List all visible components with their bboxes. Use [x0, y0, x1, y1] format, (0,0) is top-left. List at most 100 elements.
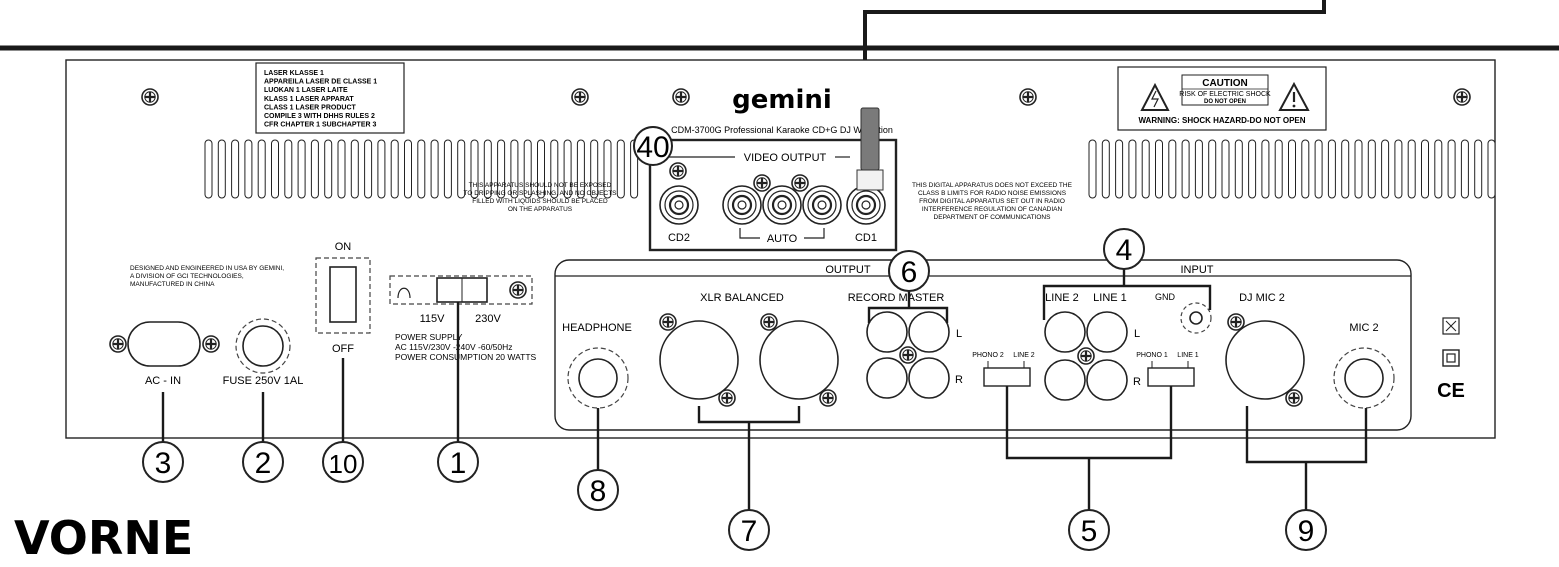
line1-jack-r[interactable] [1086, 359, 1128, 401]
fuse-frame [235, 318, 291, 374]
brand-name: VORNE [14, 511, 193, 562]
ac-in-socket[interactable] [127, 321, 201, 367]
rca-jack-auto-3 [801, 184, 843, 226]
line1-jack-l[interactable] [1086, 311, 1128, 353]
text-line: CLASS B LIMITS FOR RADIO NOISE EMISSIONS [918, 190, 1067, 197]
callout-5: 5 [1068, 509, 1110, 551]
record-jack-r2[interactable] [908, 357, 950, 399]
vent-slot [1128, 139, 1137, 199]
text-line: KLASS 1 LASER APPARAT [264, 96, 354, 103]
headphone-jack[interactable] [578, 358, 618, 398]
vent-slot [231, 139, 240, 199]
vent-slot [284, 139, 293, 199]
vent-slot [443, 139, 452, 199]
vent-slot [204, 139, 213, 199]
line1-small-label: LINE 1 [1177, 352, 1199, 359]
vent-slot [1314, 139, 1323, 199]
callout-2: 2 [242, 441, 284, 483]
vent-slot [1381, 139, 1390, 199]
fuse-holder[interactable] [242, 325, 284, 367]
vent-slot [1181, 139, 1190, 199]
vent-slot [404, 139, 412, 199]
vent-slot [337, 139, 346, 199]
vent-slot [417, 139, 426, 199]
record-jack-l2[interactable] [908, 311, 950, 353]
vent-slot [1234, 139, 1243, 199]
screw-icon [1076, 346, 1096, 366]
dj-mic2-label: DJ MIC 2 [1239, 292, 1285, 304]
line-l-label: L [1134, 328, 1140, 340]
gnd-frame [1180, 302, 1212, 334]
record-jack-l1[interactable] [866, 311, 908, 353]
caution-title: CAUTION [1202, 78, 1248, 89]
screw-icon [108, 334, 128, 354]
text-line: POWER CONSUMPTION 20 WATTS [395, 352, 537, 362]
power-on-label: ON [335, 241, 352, 253]
laser-label-box [255, 62, 405, 134]
callout-40 [633, 126, 673, 166]
vent-slot [244, 139, 253, 199]
phono-line2-switch[interactable] [983, 367, 1031, 387]
vent-slot [1248, 139, 1257, 199]
line-r-label: R [1133, 376, 1141, 388]
record-jack-r1[interactable] [866, 357, 908, 399]
phono-line1-switch[interactable] [1147, 367, 1195, 387]
cd2-label: CD2 [668, 232, 690, 244]
dj-mic2-jack[interactable] [1225, 320, 1305, 400]
vent-slot [310, 139, 319, 199]
screw-icon [140, 87, 160, 107]
callout-2-number: 2 [255, 447, 272, 480]
vent-slot [1288, 139, 1296, 199]
vent-slot [1208, 139, 1217, 199]
line2-jack-r[interactable] [1044, 359, 1086, 401]
vent-slot [510, 139, 519, 199]
text-line: CFR CHAPTER 1 SUBCHAPTER 3 [264, 122, 377, 129]
callout-7-number: 7 [741, 515, 758, 548]
line2-label: LINE 2 [1045, 292, 1079, 304]
screw-icon [508, 280, 528, 300]
mic2-label: MIC 2 [1349, 322, 1378, 334]
mic2-jack[interactable] [1344, 358, 1384, 398]
vent-slot [1341, 139, 1350, 199]
screw-icon [201, 334, 221, 354]
callout-4-number: 4 [1116, 234, 1133, 267]
text-line: FROM DIGITAL APPARATUS SET OUT IN RADIO [919, 198, 1065, 205]
vent-slot [1460, 139, 1469, 199]
headphone-label: HEADPHONE [562, 322, 632, 334]
screw-icon [1226, 312, 1246, 332]
vent-slot [470, 139, 479, 199]
vent-slot [1088, 139, 1097, 199]
vent-slot [1301, 139, 1310, 199]
caution-warning: WARNING: SHOCK HAZARD-DO NOT OPEN [1138, 116, 1305, 125]
text-line: LUOKAN 1 LASER LAITE [264, 87, 348, 94]
text-line: POWER SUPPLY [395, 332, 463, 342]
gemini-logo: gemini [732, 85, 832, 115]
xlr-balanced-label: XLR BALANCED [700, 292, 784, 304]
screw-icon [717, 388, 737, 408]
text-line: INTERFERENCE REGULATION OF CANADIAN [922, 206, 1063, 213]
callout-4: 4 [1103, 228, 1145, 270]
cd1-label: CD1 [855, 232, 877, 244]
vent-slot [1168, 139, 1177, 199]
xlr-right-jack[interactable] [759, 320, 839, 400]
vent-slot [1261, 139, 1270, 199]
screw-icon [818, 388, 838, 408]
screw-icon [898, 345, 918, 365]
vent-slot [1327, 139, 1336, 199]
xlr-left-jack[interactable] [659, 320, 739, 400]
power-switch-frame [315, 257, 371, 334]
text-line: THIS DIGITAL APPARATUS DOES NOT EXCEED T… [912, 182, 1073, 189]
line2-small-label: LINE 2 [1013, 352, 1035, 359]
ac-in-label: AC - IN [145, 375, 181, 387]
line2-jack-l[interactable] [1044, 311, 1086, 353]
record-r-label: R [955, 374, 963, 386]
gnd-terminal[interactable] [1189, 311, 1203, 325]
power-switch[interactable] [329, 266, 357, 323]
vent-slot [497, 139, 506, 199]
vent-slots-left [204, 139, 639, 199]
caution-line2: DO NOT OPEN [1204, 99, 1246, 105]
designed-text: DESIGNED AND ENGINEERED IN USA BY GEMINI… [130, 265, 284, 288]
callout-40-number: 40 [636, 131, 669, 164]
